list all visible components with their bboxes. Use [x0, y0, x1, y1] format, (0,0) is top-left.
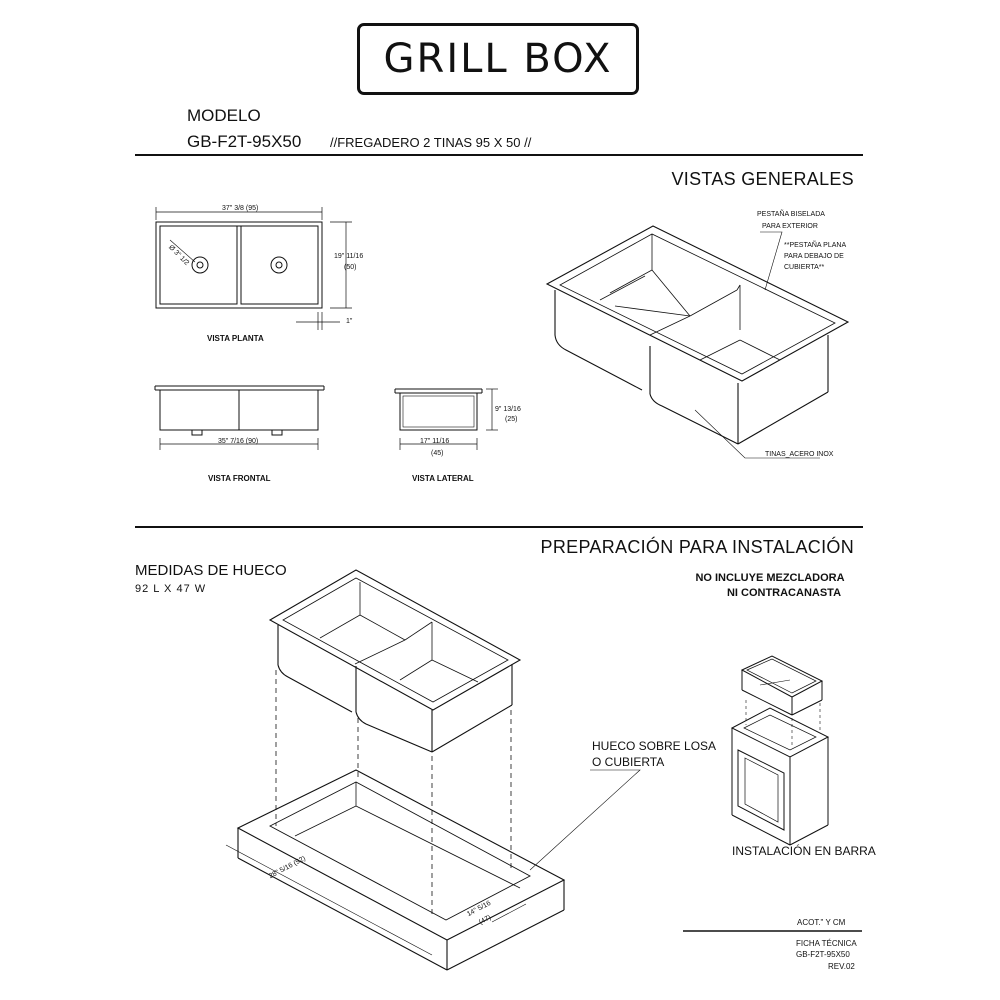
callout-material: TINAS_ACERO INOX — [765, 451, 834, 458]
hole-label-1: HUECO SOBRE LOSA — [592, 739, 717, 753]
footer-code: GB-F2T-95X50 — [796, 950, 850, 959]
callout-flange-2: PARA EXTERIOR — [762, 223, 818, 230]
counter-cutout-drawing — [225, 769, 641, 971]
footer-units: ACOT." Y CM — [797, 918, 846, 927]
top-width-dim: 37" 3/8 (95) — [222, 205, 259, 212]
note-no-faucet: NO INCLUYE MEZCLADORA — [695, 572, 845, 584]
header-divider — [135, 154, 863, 156]
cutout-title: MEDIDAS DE HUECO — [135, 562, 287, 579]
side-view-label: VISTA LATERAL — [412, 474, 474, 483]
front-width-dim: 35" 7/16 (90) — [218, 438, 259, 445]
top-height-dim: 19" 11/16 — [334, 253, 364, 260]
callout-flat-1: **PESTAÑA PLANA — [784, 242, 847, 249]
brand-logo: GRILL BOX — [357, 23, 639, 95]
callout-flange-1: PESTAÑA BISELADA — [757, 211, 825, 218]
side-depth-dim: 9" 13/16 — [495, 406, 521, 413]
side-width-dim: 17" 11/16 — [420, 438, 450, 445]
note-no-basket: NI CONTRACANASTA — [726, 587, 842, 599]
top-height-dim-cm: (50) — [344, 264, 357, 271]
footer-sheet: FICHA TÉCNICA — [796, 939, 857, 948]
installation-title: PREPARACIÓN PARA INSTALACIÓN — [540, 537, 854, 557]
model-label: MODELO — [187, 106, 261, 125]
top-view-drawing — [155, 207, 352, 330]
general-views-title: VISTAS GENERALES — [671, 169, 854, 189]
logo-text: GRILL BOX — [383, 36, 613, 82]
side-depth-dim-cm: (25) — [505, 416, 518, 423]
footer-rev: REV.02 — [828, 962, 855, 971]
flange-dim: 1" — [346, 318, 353, 325]
section-divider — [135, 526, 863, 528]
callout-flat-2: PARA DEBAJO DE — [784, 253, 844, 260]
model-code: GB-F2T-95X50 — [187, 132, 302, 151]
top-view-label: VISTA PLANTA — [207, 334, 264, 343]
cutout-dims: 92 L X 47 W — [135, 583, 207, 595]
exploded-sink-drawing — [268, 569, 522, 915]
bar-installation-drawing — [730, 655, 830, 846]
side-view-drawing — [394, 388, 498, 450]
front-view-label: VISTA FRONTAL — [208, 474, 271, 483]
side-width-dim-cm: (45) — [431, 450, 444, 457]
callout-flat-3: CUBIERTA** — [784, 264, 825, 271]
isometric-sink-drawing — [545, 225, 850, 459]
hole-label-2: O CUBIERTA — [592, 755, 665, 769]
model-description: //FREGADERO 2 TINAS 95 X 50 // — [330, 135, 532, 150]
bar-installation-label: INSTALACIÓN EN BARRA — [732, 844, 876, 858]
front-view-drawing — [154, 385, 325, 450]
